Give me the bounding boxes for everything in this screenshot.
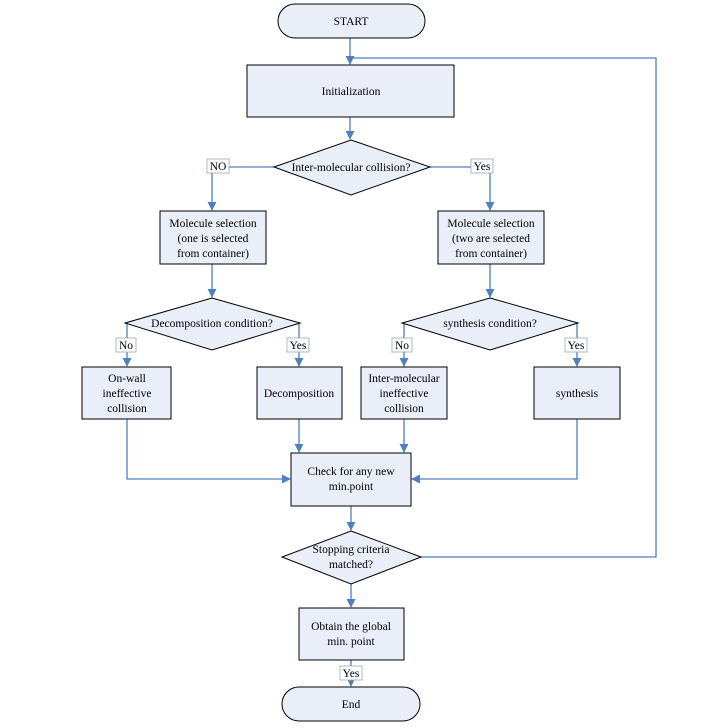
molsel-one-line1: Molecule selection [169,218,256,230]
edge-intercollision-no [207,166,275,211]
molsel-two-line1: Molecule selection [447,218,534,230]
molsel-two-line3: from container) [455,248,527,260]
edge-intercollision-yes [429,166,495,211]
connectors [122,38,657,687]
node-initialization-text: Initialization [322,86,381,98]
interineff-line1: Inter-molecular [368,373,439,385]
edge-onwall-check [126,419,291,484]
node-molecule-selection-two: Molecule selection (two are selected fro… [437,210,545,265]
node-decomposition-condition-text: Decomposition condition? [151,318,273,330]
edge-label-decomp-yes-text: Yes [290,340,307,352]
node-synthesis-condition-decision: synthesis condition? [400,297,580,351]
onwall-line2: ineffective [103,388,152,400]
stop-line1: Stopping criteria [313,544,390,556]
edge-label-synth-yes-text: Yes [568,340,585,352]
node-obtain-global-min: Obtain the global min. point [298,607,405,661]
edge-label-inter-yes-text: Yes [474,161,491,173]
node-start: START [277,3,426,39]
node-end-text: End [342,699,361,711]
edge-label-synth-no-text: No [395,340,409,352]
onwall-line3: collision [107,403,147,415]
interineff-line2: ineffective [380,388,429,400]
node-initialization: Initialization [246,64,455,118]
obtain-line1: Obtain the global [311,621,391,633]
edge-label-decomp-no: No [115,337,137,353]
node-check-min-point: Check for any new min.point [290,452,412,507]
molsel-two-line2: (two are selected [452,233,530,245]
edge-label-stop-yes: Yes [339,665,363,681]
edge-label-inter-no: NO [206,158,230,174]
node-synthesis-condition-text: synthesis condition? [443,318,537,330]
edge-label-decomp-yes: Yes [286,337,310,353]
molsel-one-line3: from container) [177,248,249,260]
node-decomposition: Decomposition [256,366,343,420]
edge-synthesis-check [411,419,578,484]
node-intermolecular-collision-text: Inter-molecular collision? [292,162,411,174]
edge-stop-loop [350,57,657,558]
node-start-text: START [334,16,369,28]
node-stopping-criteria-decision: Stopping criteria matched? [280,530,423,585]
stop-line2: matched? [329,559,373,571]
node-intermolecular-ineffective: Inter-molecular ineffective collision [360,366,448,420]
check-line1: Check for any new [307,466,395,478]
edge-label-stop-yes-text: Yes [343,668,360,680]
edge-label-inter-yes: Yes [470,158,494,174]
check-line2: min.point [329,481,374,493]
node-onwall-collision: On-wall ineffective collision [81,366,172,420]
node-decomposition-text: Decomposition [264,388,335,400]
node-end: End [281,686,421,722]
node-decomposition-condition-decision: Decomposition condition? [123,297,302,351]
node-synthesis: synthesis [533,366,621,420]
node-molecule-selection-one: Molecule selection (one is selected from… [159,210,267,265]
onwall-line1: On-wall [108,373,146,385]
obtain-line2: min. point [327,636,375,648]
node-intermolecular-collision-decision: Inter-molecular collision? [272,139,432,196]
edge-label-inter-no-text: NO [210,161,227,173]
edge-label-synth-no: No [391,337,413,353]
node-synthesis-text: synthesis [556,388,599,400]
molsel-one-line2: (one is selected [178,233,249,245]
interineff-line3: collision [384,403,424,415]
edge-label-synth-yes: Yes [564,337,588,353]
edge-label-decomp-no-text: No [119,340,133,352]
